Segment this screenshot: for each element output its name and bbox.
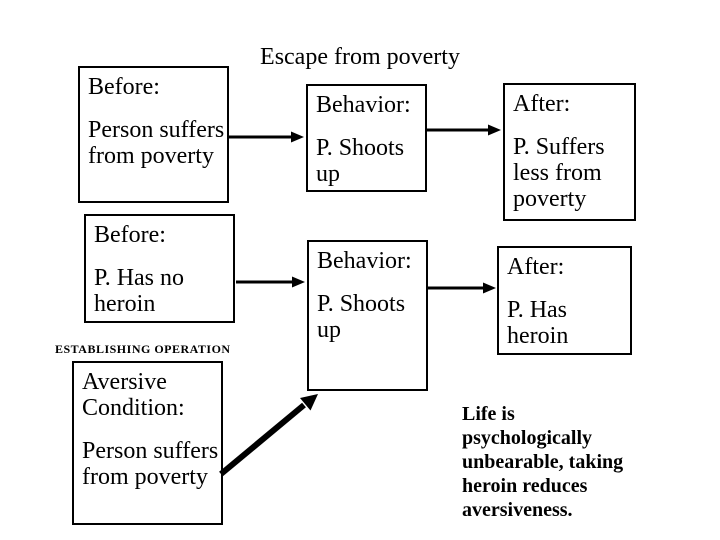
arrow-before-poverty-to-behavior [229,131,304,143]
box-body: P. Shoots up [317,291,406,343]
box-body: P. Has no heroin [94,265,185,317]
box-heading: Before: [94,222,166,248]
box-heading: After: [507,254,565,280]
box-heading: Before: [88,74,160,100]
box-before-poverty: Before: Person suffers from poverty [78,66,229,203]
box-body: P. Suffers less from poverty [513,134,605,212]
box-after-heroin: After: P. Has heroin [497,246,632,355]
box-behavior-top: Behavior: P. Shoots up [306,84,427,192]
arrow-behavior-to-after-heroin [428,282,496,294]
arrow-aversive-to-behavior [219,394,318,477]
explanation-note: Life is psychologically unbearable, taki… [462,403,624,521]
box-aversive-condition: Aversive Condition: Person suffers from … [72,361,223,525]
box-body: P. Has heroin [507,297,569,349]
box-heading: After: [513,91,571,117]
slide-title: Escape from poverty [260,44,460,70]
arrow-behavior-to-after-poverty [427,124,501,136]
establishing-operation-label: ESTABLISHING OPERATION [55,342,231,356]
box-body: P. Shoots up [316,135,405,187]
box-heading: Behavior: [317,248,412,274]
box-heading: Aversive Condition: [82,369,185,421]
box-after-poverty: After: P. Suffers less from poverty [503,83,636,221]
box-before-heroin: Before: P. Has no heroin [84,214,235,323]
arrow-before-heroin-to-behavior [236,276,305,288]
box-behavior-bottom: Behavior: P. Shoots up [307,240,428,391]
box-heading: Behavior: [316,92,411,118]
box-body: Person suffers from poverty [88,117,225,169]
box-body: Person suffers from poverty [82,438,219,490]
